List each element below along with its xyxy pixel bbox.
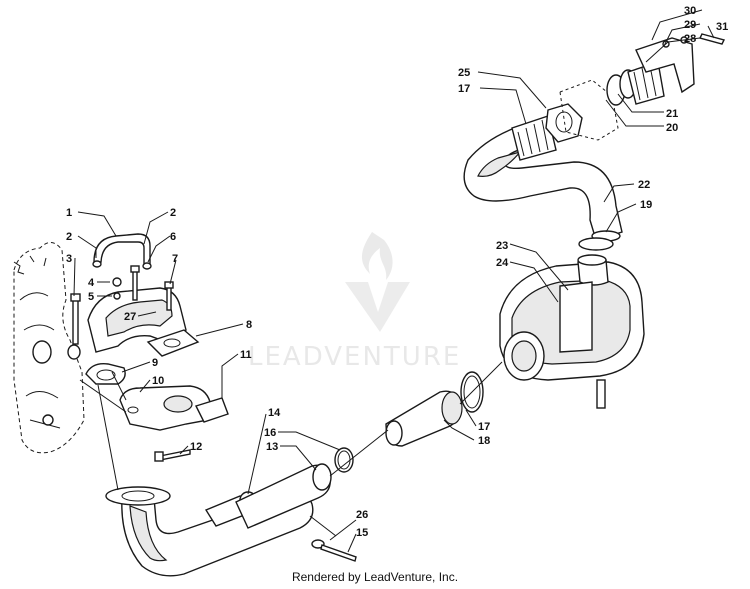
- coupler: [385, 371, 484, 447]
- callout-31: 31: [716, 21, 728, 33]
- callout-8: 8: [246, 319, 252, 331]
- callout-7: 7: [172, 253, 178, 265]
- callout-11: 11: [240, 349, 252, 361]
- callout-17-lower: 17: [478, 421, 490, 433]
- leader-lines: [73, 9, 715, 553]
- silencer: [105, 447, 357, 577]
- callout-12: 12: [190, 441, 202, 453]
- tail-pipe: [463, 103, 623, 251]
- callout-29: 29: [684, 19, 696, 31]
- callout-20: 20: [666, 122, 678, 134]
- callout-14: 14: [268, 407, 281, 419]
- engine-block: [13, 242, 85, 454]
- callout-16: 16: [264, 427, 276, 439]
- callout-2-right: 2: [170, 207, 176, 219]
- callout-19: 19: [640, 199, 652, 211]
- callout-9: 9: [152, 357, 158, 369]
- callout-27: 27: [124, 311, 136, 323]
- callout-25: 25: [458, 67, 470, 79]
- callout-22: 22: [638, 179, 650, 191]
- leadventure-watermark-logo: LEADVENTURE: [248, 232, 461, 372]
- callout-21: 21: [666, 108, 678, 120]
- callout-4: 4: [88, 277, 95, 289]
- callout-5: 5: [88, 291, 94, 303]
- callout-17-upper: 17: [458, 83, 470, 95]
- callout-28: 28: [684, 33, 696, 45]
- callout-2-left: 2: [66, 231, 72, 243]
- callout-23: 23: [496, 240, 508, 252]
- callout-13: 13: [266, 441, 278, 453]
- callout-24: 24: [496, 257, 509, 269]
- callout-6: 6: [170, 231, 176, 243]
- exhaust-manifold-assembly: [70, 233, 200, 385]
- exhaust-flange-assembly: [119, 385, 229, 462]
- callout-1: 1: [66, 207, 72, 219]
- assembly-lines: [79, 361, 503, 537]
- callout-3: 3: [66, 253, 72, 265]
- watermark-text: LEADVENTURE: [248, 342, 461, 372]
- callout-26: 26: [356, 509, 368, 521]
- callout-30: 30: [684, 5, 696, 17]
- render-credit-footer: Rendered by LeadVenture, Inc.: [291, 570, 459, 584]
- callout-10: 10: [152, 375, 164, 387]
- expansion-chamber: [499, 254, 645, 409]
- callout-18: 18: [478, 435, 490, 447]
- callout-labels: 30 29 28 31 25 17 21 20 22 19 1 2 2 6 3 …: [66, 5, 728, 539]
- callout-15: 15: [356, 527, 368, 539]
- outlet-fitting-assembly: [559, 33, 726, 141]
